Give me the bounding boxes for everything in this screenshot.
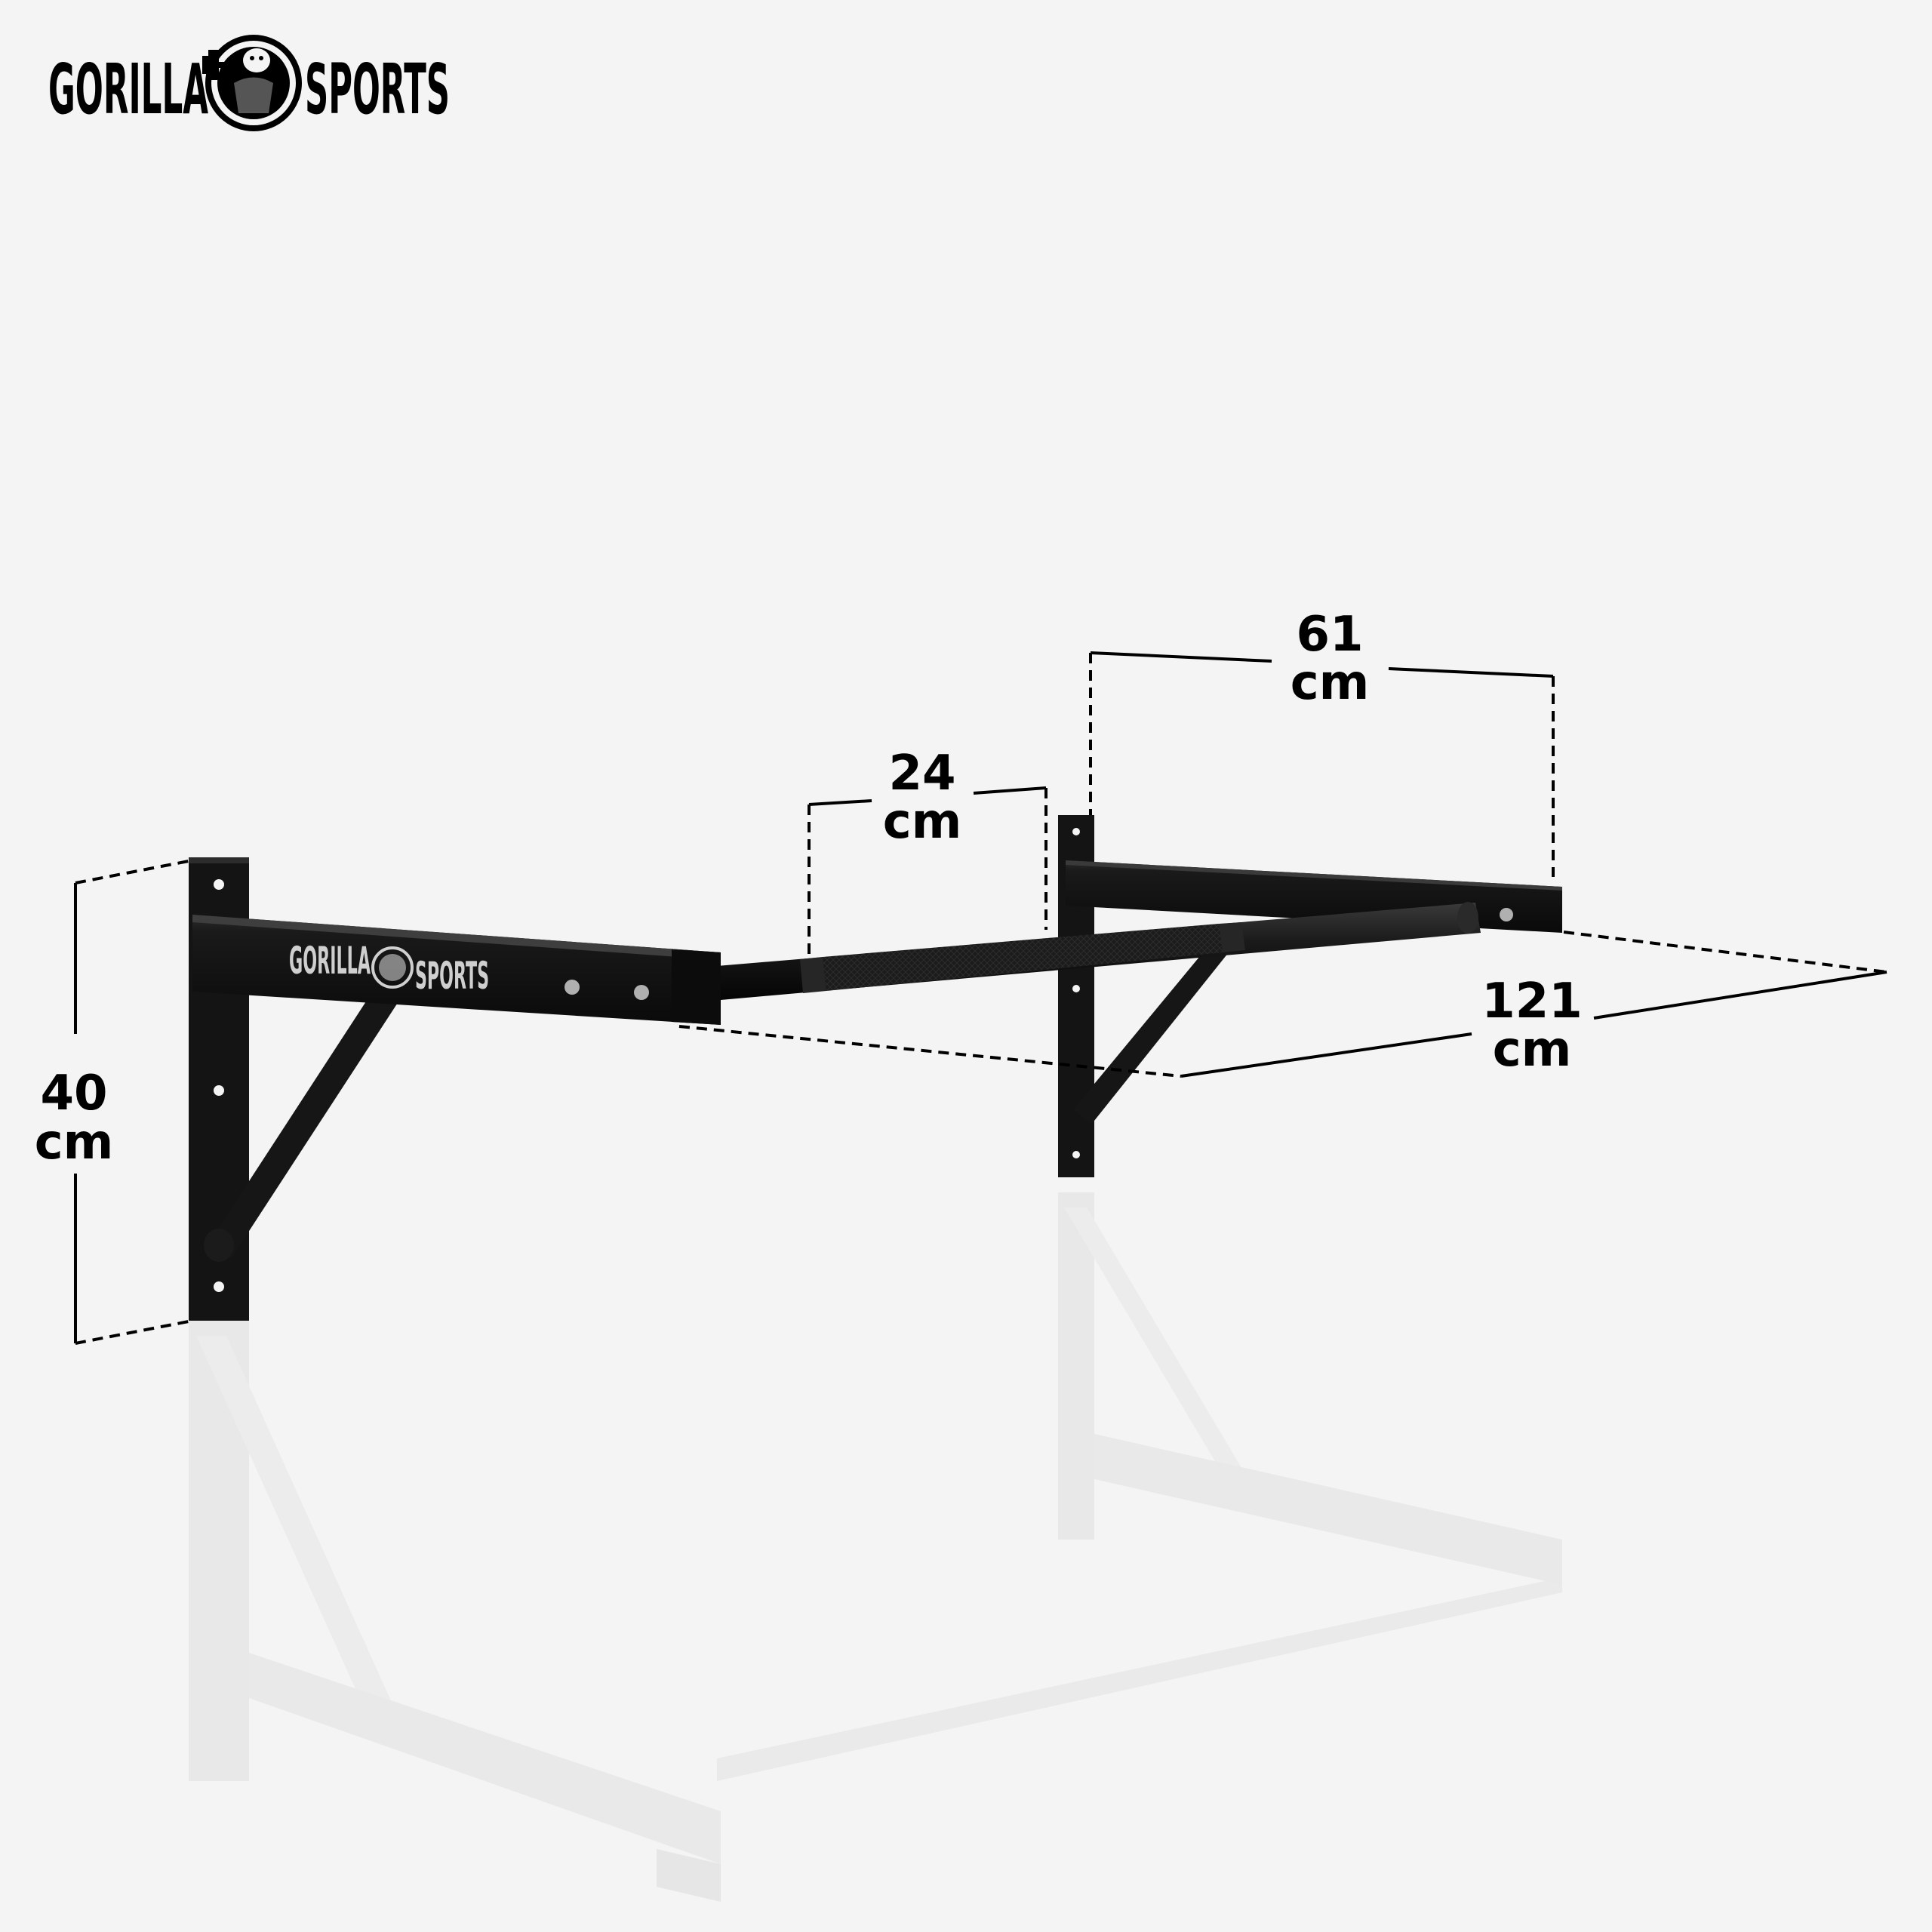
bolt-icon (634, 985, 649, 1000)
right-wall-bracket (1058, 815, 1562, 1177)
left-wall-bracket: GORILLA SPORTS (189, 857, 721, 1321)
bar-brand-logo: GORILLA SPORTS (289, 939, 489, 998)
floor-reflection (189, 1192, 1562, 1902)
bar-brand-word-left: GORILLA (289, 939, 371, 983)
bolt-icon (565, 980, 580, 995)
depth-value: 61 (1296, 607, 1363, 663)
dimension-labels: 40 cm 24 cm 61 cm 121 cm (35, 607, 1583, 1171)
height-unit: cm (35, 1115, 114, 1171)
gorilla-emblem-icon (202, 35, 302, 131)
height-value: 40 (40, 1066, 107, 1121)
pull-up-bar (717, 902, 1481, 1000)
width-value: 121 (1481, 974, 1583, 1029)
width-unit: cm (1493, 1022, 1572, 1078)
grip-value: 24 (888, 746, 955, 801)
brand-word-left: GORILLA (48, 49, 208, 130)
brand-word-right: SPORTS (305, 49, 450, 130)
gorilla-emblem-icon (371, 946, 414, 989)
bar-brand-word-right: SPORTS (415, 954, 489, 998)
depth-unit: cm (1291, 655, 1370, 711)
brand-logo: GORILLA SPORTS (48, 35, 450, 131)
grip-unit: cm (883, 794, 962, 850)
bolt-icon (1500, 908, 1513, 921)
dimension-lines (74, 651, 1887, 1345)
